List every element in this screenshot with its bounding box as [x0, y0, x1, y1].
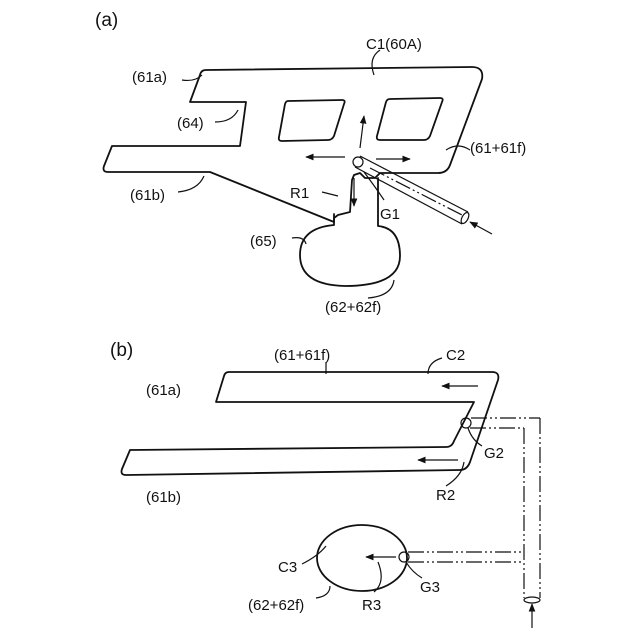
label-r2: R2 [436, 487, 455, 504]
leader-61-61f [446, 146, 470, 150]
panel-a: (a) C1(60A) (61a) (64) (61+ [95, 10, 526, 316]
label-61a-b: (61a) [146, 382, 181, 399]
supply-tube-end [524, 597, 540, 603]
label-65: (65) [250, 233, 277, 250]
leader-g1 [364, 172, 384, 200]
label-61b-b: (61b) [146, 489, 181, 506]
cavity-c3-outline [317, 525, 407, 591]
label-r3: R3 [362, 597, 381, 614]
label-g1: G1 [380, 206, 400, 223]
panel-a-tag: (a) [95, 10, 118, 31]
label-g2: G2 [484, 445, 504, 462]
leader-r1 [322, 192, 338, 196]
leader-g3 [406, 562, 422, 578]
label-61-61f-b: (61+61f) [274, 347, 330, 364]
flow-arrow-up [360, 116, 364, 148]
runner-r1-and-reservoir [300, 178, 400, 286]
gate-g1-circle [353, 157, 363, 167]
inlet-arrow-a [470, 222, 492, 234]
label-62-62f: (62+62f) [325, 299, 381, 316]
leader-c3 [302, 546, 326, 564]
leader-61b [178, 176, 204, 192]
window-right [377, 98, 443, 140]
leader-r2 [446, 462, 464, 486]
panel-b: (b) (61+61f) C2 (61a) [110, 340, 540, 628]
label-61b: (61b) [130, 187, 165, 204]
label-c3: C3 [278, 559, 297, 576]
window-left [279, 100, 345, 141]
label-61a: (61a) [132, 69, 167, 86]
leader-c1 [372, 50, 380, 75]
panel-b-tag: (b) [110, 340, 133, 361]
leader-64 [215, 110, 238, 122]
leader-62-62f-b [316, 586, 330, 598]
gate-g1-tube-bottom [355, 167, 462, 224]
label-c2: C2 [446, 347, 465, 364]
label-62-62f-b: (62+62f) [248, 597, 304, 614]
label-g3: G3 [420, 579, 440, 596]
label-c1: C1(60A) [366, 36, 422, 53]
gate-g1-tube-end [460, 211, 471, 224]
label-61-61f: (61+61f) [470, 140, 526, 157]
label-64: (64) [177, 115, 204, 132]
label-r1: R1 [290, 185, 309, 202]
gate-g1-tube-top [360, 156, 468, 212]
